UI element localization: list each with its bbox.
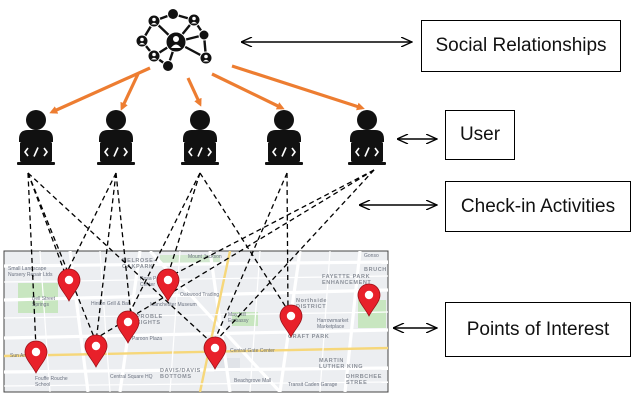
map-label: Manchester Museum xyxy=(150,302,197,308)
map-label: Mount Jackson xyxy=(188,254,222,260)
user-label: User xyxy=(445,110,515,160)
checkin-line xyxy=(166,172,201,279)
social-relationships-label: Social Relationships xyxy=(421,20,621,72)
map-label: Central Gate Center xyxy=(230,348,275,354)
map-label: MELROSE-OAKPARK xyxy=(122,258,156,270)
map-label: BRUCH xyxy=(364,267,387,273)
social-to-user-arrows xyxy=(49,64,365,114)
checkin-line xyxy=(212,169,375,345)
points-of-interest-label: Points of Interest xyxy=(445,302,631,357)
developer-user-icon xyxy=(264,109,304,166)
checkin-line xyxy=(115,172,132,317)
double-arrows xyxy=(242,42,437,328)
checkin-line xyxy=(166,169,375,279)
map-label: Oakwood Trading xyxy=(180,292,219,298)
checkin-line xyxy=(27,172,37,349)
social-arrow xyxy=(211,72,285,110)
map-label: Hinton Grill & Bar xyxy=(91,301,130,307)
checkin-line xyxy=(64,172,117,277)
developer-user-icon xyxy=(96,109,136,166)
social-arrow xyxy=(231,64,365,111)
checkin-line xyxy=(27,172,97,343)
developer-user-icon xyxy=(16,109,56,166)
social-arrow xyxy=(120,73,140,111)
users-row xyxy=(16,109,387,166)
map-label: Central Square HQ xyxy=(110,374,153,380)
social-arrow xyxy=(49,66,151,114)
social-network-icon xyxy=(135,8,213,72)
checkin-lines xyxy=(27,169,375,349)
map-label: Gonso xyxy=(364,253,379,259)
checkin-activities-label: Check-in Activities xyxy=(445,181,631,232)
checkin-line xyxy=(212,172,288,345)
map-label: Sun Angle xyxy=(10,353,33,359)
map-label: CRAFT PARK xyxy=(288,334,329,340)
map-label: Beachgrove Mall xyxy=(234,378,271,384)
social-arrow xyxy=(186,77,202,107)
checkin-line xyxy=(95,172,117,343)
checkin-line xyxy=(286,172,289,314)
developer-user-icon xyxy=(180,109,220,166)
checkin-line xyxy=(127,172,201,317)
map-label: Transit Caden Garage xyxy=(288,382,338,388)
checkin-line xyxy=(89,169,375,343)
developer-user-icon xyxy=(347,109,387,166)
map-label: Paroon Plaza xyxy=(132,336,162,342)
checkin-line xyxy=(199,172,290,313)
